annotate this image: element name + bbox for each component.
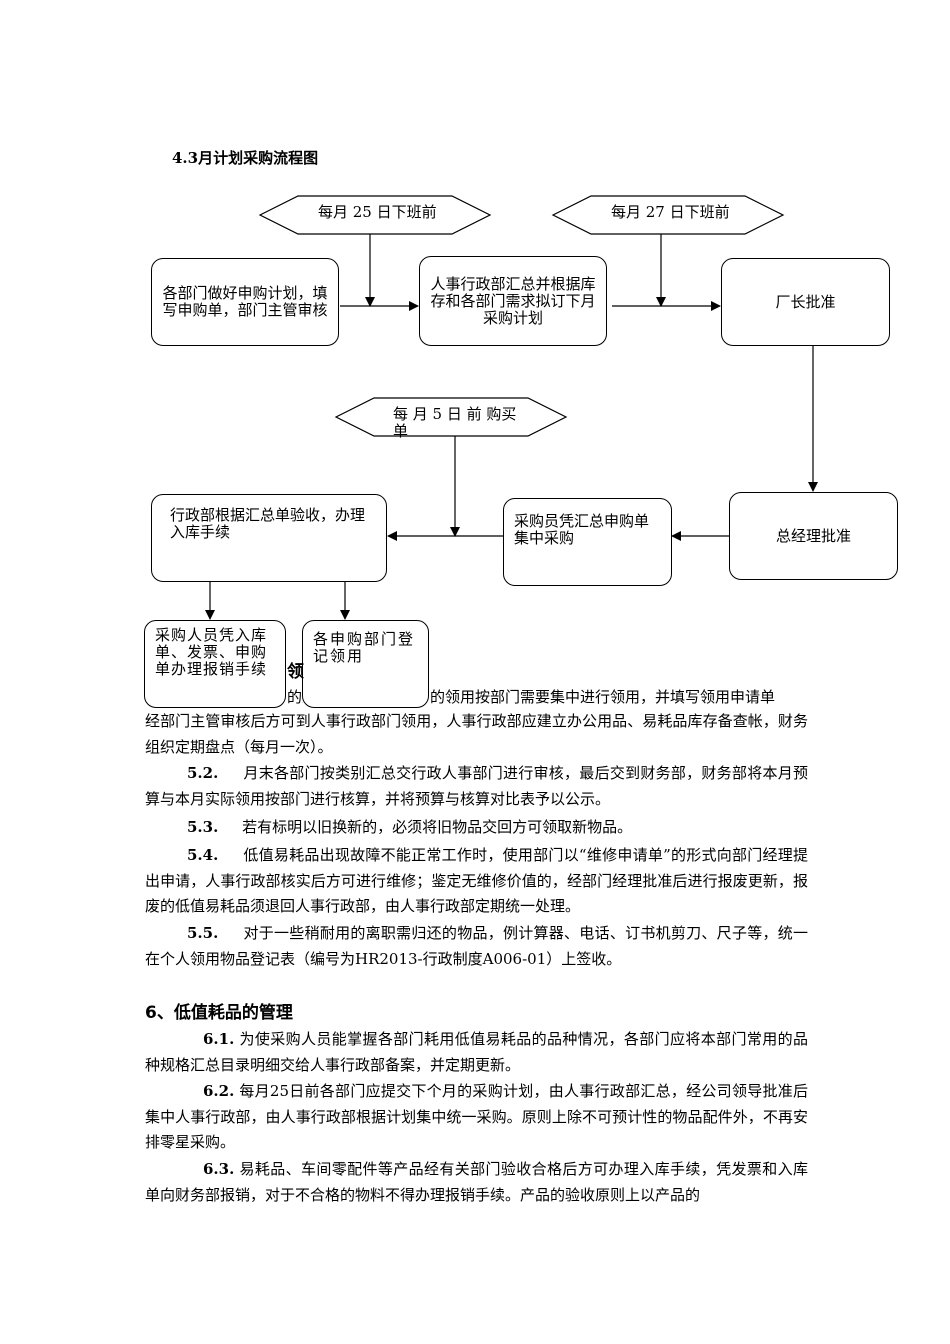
section5-p2: 5.2. 月末各部门按类别汇总交行政人事部门进行审核，最后交到财务部，财务部将本… xyxy=(145,761,808,812)
section5-p1-line1-tail: 的领用按部门需要集中进行领用，并填写领用申请单 xyxy=(430,688,776,706)
section6-p2: 6.2. 每月25日前各部门应提交下个月的采购计划，由人事行政部汇总，经公司领导… xyxy=(145,1079,808,1156)
p5-number: 5.5. xyxy=(187,924,219,942)
section6-title: 6、低值耗品的管理 xyxy=(145,1003,293,1023)
box-factory-approve: 厂长批准 xyxy=(721,258,890,346)
s6-p3-number: 6.3. xyxy=(203,1160,235,1178)
p3-text: 若有标明以旧换新的，必须将旧物品交回方可领取新物品。 xyxy=(242,818,633,836)
box-hr-summary: 人事行政部汇总并根据库存和各部门需求拟订下月采购计划 xyxy=(419,256,607,346)
hidden-heading-fragment: 领 xyxy=(287,662,304,682)
p2-number: 5.2. xyxy=(187,764,219,782)
s6-p1-text: 为使采购人员能掌握各部门耗用低值易耗品的品种情况，各部门应将本部门常用的品种规格… xyxy=(145,1030,808,1074)
box-admin-acceptance: 行政部根据汇总单验收，办理入库手续 xyxy=(151,494,387,582)
hex-label-5: 每 月 5 日 前 购买单 xyxy=(393,405,517,440)
box-buyer-purchase: 采购员凭汇总申购单集中采购 xyxy=(503,498,672,586)
box-dept-register: 各申购部门登记领用 xyxy=(302,620,429,708)
box-dept-apply: 各部门做好申购计划，填写申购单，部门主管审核 xyxy=(151,258,339,346)
hex-shape-25 xyxy=(258,195,492,235)
section5-p1-rest: 经部门主管审核后方可到人事行政部门领用，人事行政部应建立办公用品、易耗品库存备查… xyxy=(145,712,808,756)
s6-p1-number: 6.1. xyxy=(203,1030,235,1048)
p3-number: 5.3. xyxy=(187,818,219,836)
hidden-text-fragment-a: 的办 xyxy=(287,688,303,706)
box-gm-approve: 总经理批准 xyxy=(729,492,898,580)
hex-label-25: 每月 25 日下班前 xyxy=(318,203,437,221)
hex-shape-27 xyxy=(551,195,785,235)
s6-p2-text: 每月25日前各部门应提交下个月的采购计划，由人事行政部汇总，经公司领导批准后集中… xyxy=(145,1082,808,1151)
hex-label-27: 每月 27 日下班前 xyxy=(611,203,730,221)
s6-p3-text: 易耗品、车间零配件等产品经有关部门验收合格后方可办理入库手续，凭发票和入库单向财… xyxy=(145,1160,808,1204)
section5-p5: 5.5. 对于一些稍耐用的离职需归还的物品，例计算器、电话、订书机剪刀、尺子等，… xyxy=(145,921,808,972)
p4-number: 5.4. xyxy=(187,846,219,864)
flowchart-title: 4.3月计划采购流程图 xyxy=(172,149,319,167)
section5-p4: 5.4. 低值易耗品出现故障不能正常工作时，使用部门以“维修申请单”的形式向部门… xyxy=(145,843,808,920)
section5-p3: 5.3. 若有标明以旧换新的，必须将旧物品交回方可领取新物品。 xyxy=(145,815,808,841)
p2-text: 月末各部门按类别汇总交行政人事部门进行审核，最后交到财务部，财务部将本月预算与本… xyxy=(145,764,808,808)
p4-text: 低值易耗品出现故障不能正常工作时，使用部门以“维修申请单”的形式向部门经理提出申… xyxy=(145,846,808,915)
box-reimbursement: 采购人员凭入库单、发票、申购单办理报销手续 xyxy=(144,620,286,708)
s6-p2-number: 6.2. xyxy=(203,1082,235,1100)
section6-p1: 6.1. 为使采购人员能掌握各部门耗用低值易耗品的品种情况，各部门应将本部门常用… xyxy=(145,1027,808,1078)
flowchart-connectors xyxy=(205,195,818,620)
section6-p3: 6.3. 易耗品、车间零配件等产品经有关部门验收合格后方可办理入库手续，凭发票和… xyxy=(145,1157,808,1208)
p5-text: 对于一些稍耐用的离职需归还的物品，例计算器、电话、订书机剪刀、尺子等，统一在个人… xyxy=(145,924,808,968)
hex-shape-5 xyxy=(334,397,568,437)
